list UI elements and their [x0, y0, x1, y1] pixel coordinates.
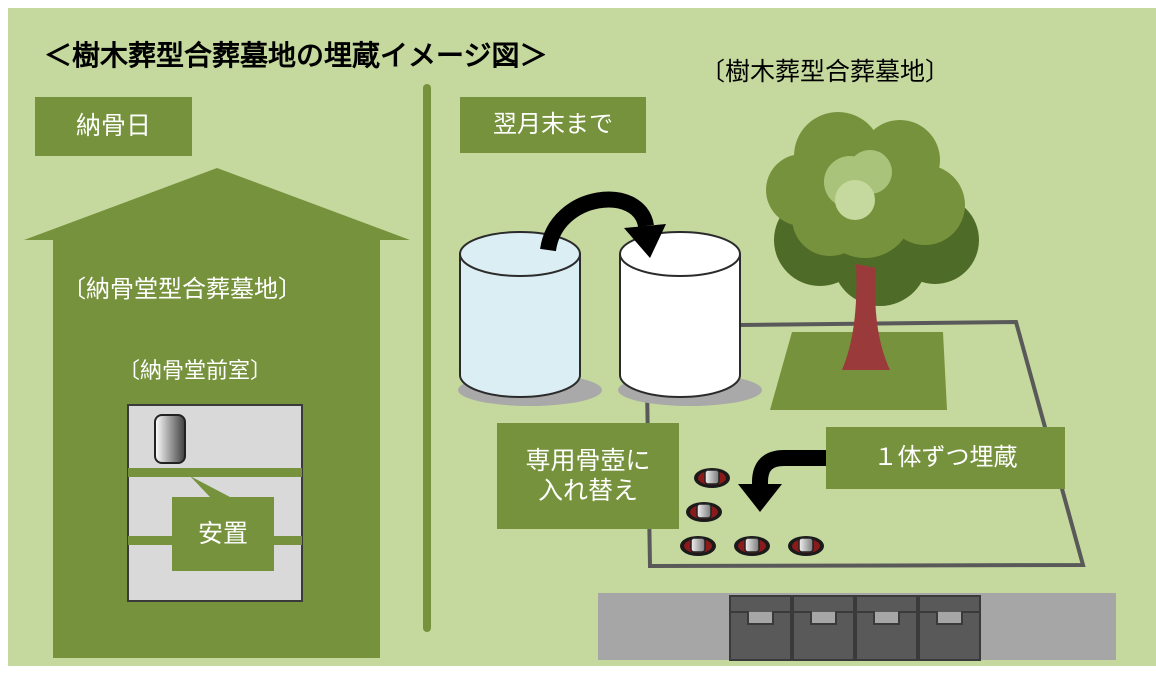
placement-label-box: 安置: [172, 497, 274, 571]
tree-canopy: [766, 112, 979, 306]
site-label: 〔樹木葬型合葬墓地〕: [700, 57, 951, 86]
underground-chamber: [729, 595, 792, 661]
transfer-label-box: 専用骨壺に 入れ替え: [497, 423, 679, 529]
transfer-label-line1: 専用骨壺に: [525, 445, 651, 475]
transfer-arrow-head: [624, 224, 666, 258]
urn-cylinder-original: [459, 253, 581, 398]
left-header-box: 納骨日: [35, 97, 192, 156]
burial-label: １体ずつ埋蔵: [873, 443, 1018, 472]
stored-urn-icon: [154, 414, 186, 464]
left-header-label: 納骨日: [75, 111, 151, 141]
right-header-label: 翌月末まで: [493, 110, 613, 139]
urn-top-original: [459, 231, 581, 277]
transfer-label-line2: 入れ替え: [537, 476, 638, 505]
room-band-upper: [128, 468, 302, 477]
underground-chamber: [792, 595, 855, 661]
burial-hole: [788, 536, 824, 556]
room-label: 〔納骨堂前室〕: [118, 359, 273, 384]
burial-hole: [686, 502, 722, 522]
underground-chambers: [729, 595, 981, 661]
diagram-title: ＜樹木葬型合葬墓地の埋蔵イメージ図＞: [44, 39, 548, 72]
tree-ground-patch: [770, 332, 947, 410]
transfer-arrow: [540, 191, 654, 252]
right-header-box: 翌月末まで: [460, 97, 646, 153]
urn-cylinder-dedicated: [619, 253, 741, 398]
burial-arrow: [752, 450, 826, 488]
burial-label-box: １体ずつ埋蔵: [826, 427, 1065, 489]
burial-hole: [694, 468, 730, 488]
burial-holes: [680, 468, 824, 556]
building-label: 〔納骨堂型合葬墓地〕: [62, 275, 302, 303]
burial-hole: [734, 536, 770, 556]
placement-label: 安置: [197, 518, 248, 548]
burial-hole: [680, 536, 716, 556]
burial-arrow-head: [738, 484, 782, 512]
placement-callout: [172, 497, 274, 571]
tree-trunk: [842, 264, 890, 370]
underground-chamber: [855, 595, 918, 661]
underground-chamber: [918, 595, 981, 661]
placement-callout-pointer: [190, 476, 230, 497]
